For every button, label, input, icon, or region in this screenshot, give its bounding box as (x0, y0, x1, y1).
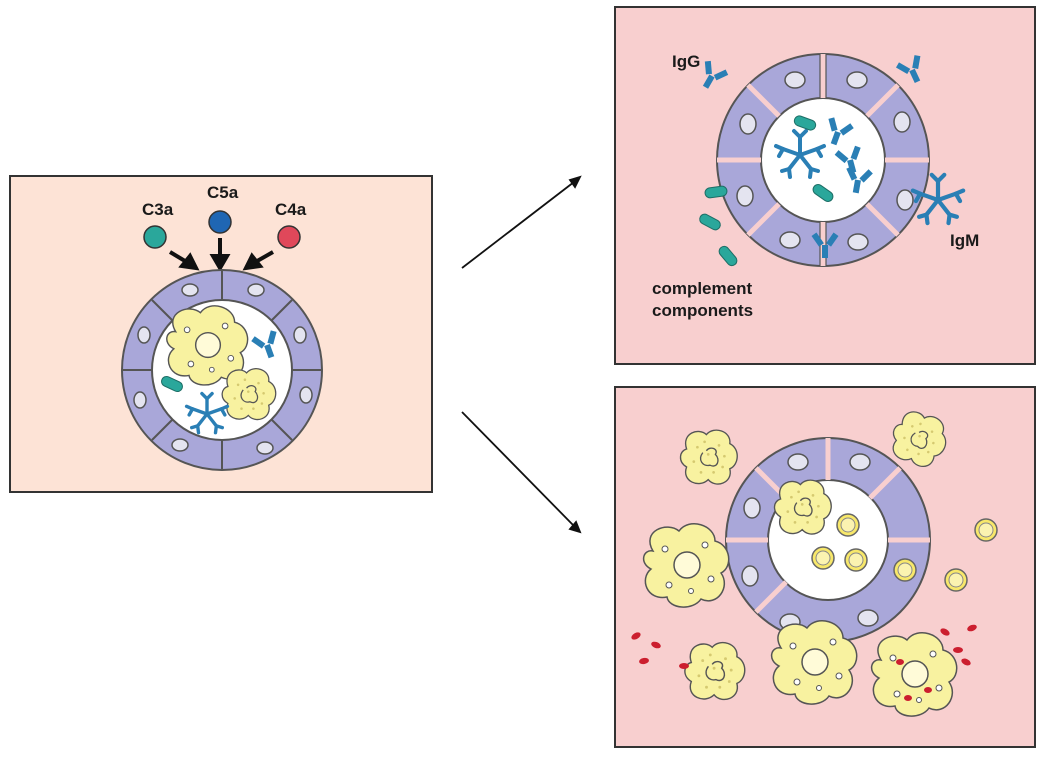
left-panel: C3a C5a C4a (9, 175, 433, 493)
c5a-molecule (208, 210, 232, 234)
c4a-label: C4a (275, 200, 307, 219)
top-right-panel: IgG IgM complement components (614, 6, 1036, 365)
igm-label: IgM (950, 231, 979, 250)
igg-label: IgG (672, 52, 700, 71)
c5a-label: C5a (207, 183, 239, 202)
c3a-label: C3a (142, 200, 174, 219)
c3a-molecule (143, 225, 167, 249)
mediator-arrows (168, 238, 274, 272)
top-right-vessel (716, 53, 930, 267)
granules (631, 624, 977, 701)
bottom-right-panel (614, 386, 1036, 748)
left-vessel (121, 269, 323, 471)
flow-arrows (461, 175, 582, 534)
c4a-molecule (277, 225, 301, 249)
complement-label-line1: complement (652, 279, 752, 298)
complement-label-line2: components (652, 301, 753, 320)
bottom-right-vessel (725, 437, 931, 643)
